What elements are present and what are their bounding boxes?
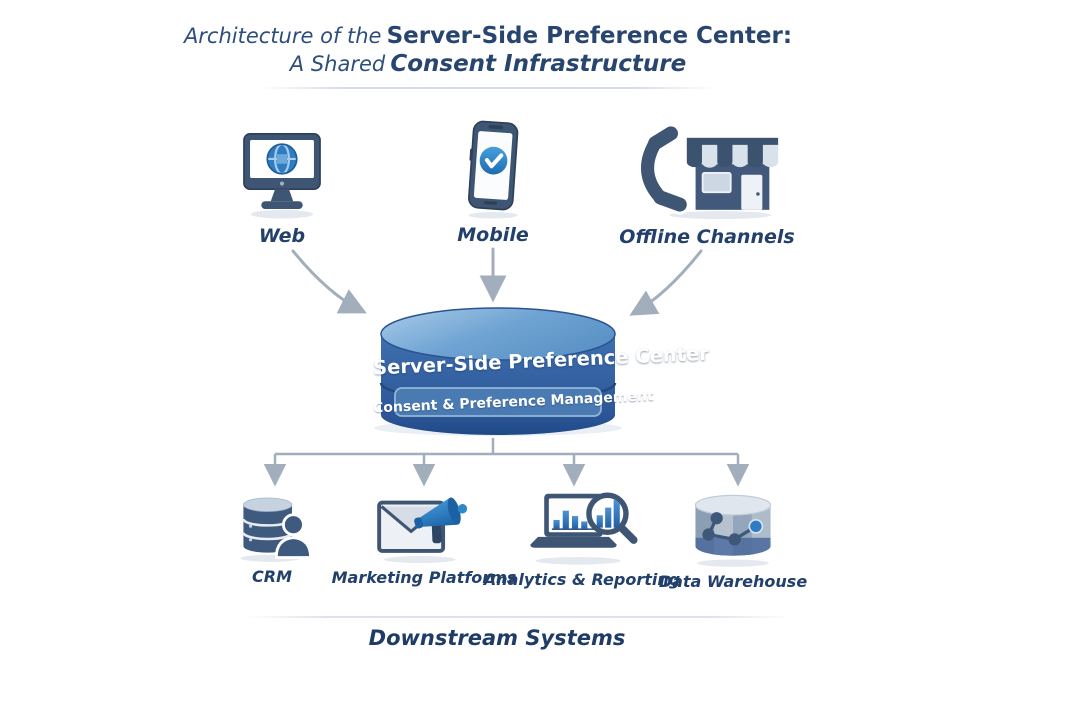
system-node-warehouse: Data Warehouse xyxy=(653,487,813,591)
title-line-2: A Shared Consent Infrastructure xyxy=(148,50,828,78)
system-node-analytics: Analytics & Reporting xyxy=(484,486,680,589)
system-node-marketing: Marketing Platforms xyxy=(332,487,516,587)
channel-label-offline: Offline Channels xyxy=(619,226,795,248)
downstream-section-label: Downstream Systems xyxy=(368,626,626,650)
database-cylinder-icon xyxy=(374,307,622,436)
system-label-warehouse: Data Warehouse xyxy=(658,572,808,591)
preference-center-node xyxy=(373,306,623,440)
title-divider xyxy=(262,87,714,89)
system-label-analytics: Analytics & Reporting xyxy=(483,570,681,589)
system-label-marketing: Marketing Platforms xyxy=(331,568,517,587)
channel-node-offline: Offline Channels xyxy=(617,122,797,248)
arrow-web-to-center xyxy=(291,249,367,314)
title-line2-bold: Consent Infrastructure xyxy=(390,51,687,78)
downstream-divider xyxy=(245,616,790,618)
system-node-crm: CRM xyxy=(192,489,352,586)
phone-storefront-icon xyxy=(637,123,779,220)
smartphone-check-icon xyxy=(468,120,519,219)
channel-label-web: Web xyxy=(258,225,306,247)
desktop-globe-icon xyxy=(243,133,321,219)
diagram-title: Architecture of the Server-Side Preferen… xyxy=(148,22,828,78)
title-line1-bold: Server-Side Preference Center: xyxy=(386,23,793,49)
laptop-magnifier-chart-icon xyxy=(530,492,638,565)
envelope-megaphone-icon xyxy=(377,497,468,564)
title-line-1: Architecture of the Server-Side Preferen… xyxy=(148,22,828,50)
channel-node-mobile: Mobile xyxy=(413,119,573,246)
system-label-crm: CRM xyxy=(252,567,292,586)
arrow-offline-to-center xyxy=(629,249,703,316)
title-line2-script: A Shared xyxy=(289,52,386,77)
channel-node-web: Web xyxy=(202,127,362,247)
channel-label-mobile: Mobile xyxy=(457,224,529,246)
database-user-icon xyxy=(240,497,313,562)
cylinder-graph-icon xyxy=(694,494,772,567)
title-line1-script: Architecture of the xyxy=(183,24,382,48)
